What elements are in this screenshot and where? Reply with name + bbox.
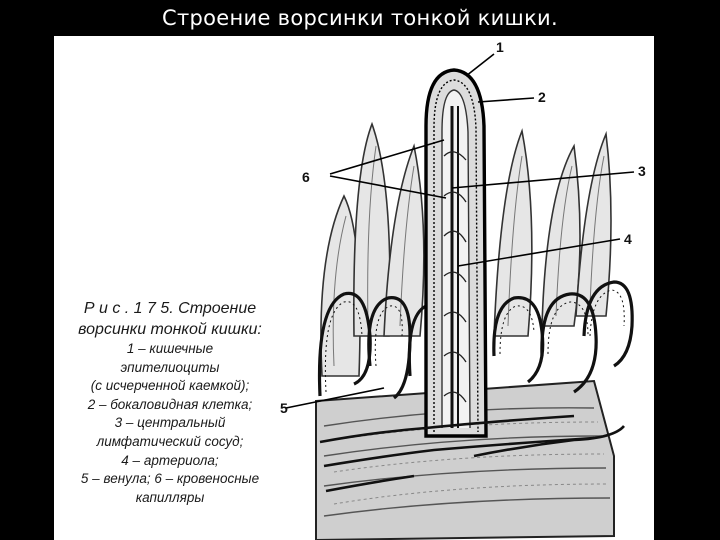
caption-line: (с исчерченной каемкой); bbox=[90, 378, 250, 394]
caption-subheading: ворсинки тонкой кишки: bbox=[78, 321, 262, 338]
caption-line: 4 – артериола; bbox=[121, 452, 219, 468]
caption-line: капилляры bbox=[135, 489, 205, 505]
figure-labels: 1 2 3 4 5 6 bbox=[280, 39, 646, 416]
figure-caption: Р и с . 1 7 5. Строение ворсинки тонкой … bbox=[56, 298, 284, 507]
label-2: 2 bbox=[538, 89, 546, 105]
slide-title: Строение ворсинки тонкой кишки. bbox=[162, 6, 558, 30]
label-4: 4 bbox=[624, 231, 632, 247]
label-3: 3 bbox=[638, 163, 646, 179]
caption-line: эпителиоциты bbox=[120, 359, 220, 375]
base-vessels bbox=[319, 414, 625, 493]
main-villus bbox=[424, 68, 488, 438]
label-5: 5 bbox=[280, 400, 288, 416]
villus-illustration: 1 2 3 4 5 6 bbox=[280, 39, 646, 540]
figure-panel: 1 2 3 4 5 6 Р и с . 1 7 5. Строение ворс… bbox=[54, 36, 654, 540]
caption-heading: Р и с . 1 7 5. Строение bbox=[83, 300, 257, 317]
crypt-cells bbox=[324, 289, 625, 393]
leader-lines bbox=[285, 53, 635, 409]
caption-line: 1 – кишечные bbox=[126, 341, 214, 356]
label-1: 1 bbox=[496, 39, 504, 55]
caption-line: лимфатический сосуд; bbox=[96, 433, 244, 449]
caption-line: 5 – венула; 6 – кровеносные bbox=[80, 471, 260, 487]
villus-texture bbox=[332, 145, 605, 367]
caption-line: 3 – центральный bbox=[114, 415, 226, 431]
label-6: 6 bbox=[302, 169, 310, 185]
caption-line: 2 – бокаловидная клетка; bbox=[87, 396, 253, 412]
